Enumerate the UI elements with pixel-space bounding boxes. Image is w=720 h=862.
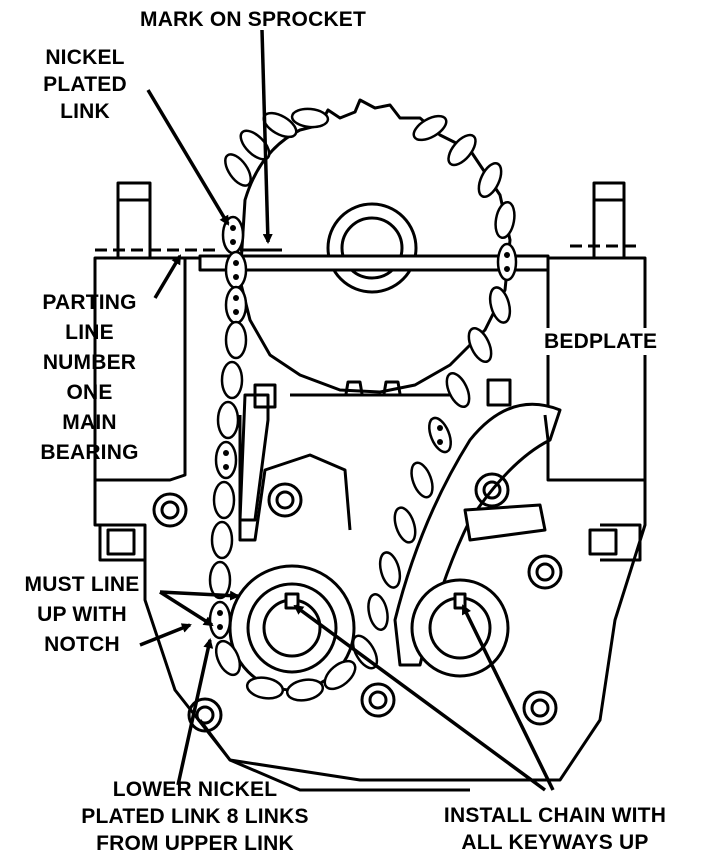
timing-chain bbox=[208, 107, 518, 702]
arrow-notch-1 bbox=[159, 590, 240, 601]
arrow-nickel-plated-link bbox=[146, 89, 230, 226]
label-bedplate: BEDPLATE bbox=[544, 328, 658, 355]
auxiliary-sprocket bbox=[410, 578, 510, 678]
label-parting-line: PARTING LINE NUMBER ONE MAIN BEARING bbox=[40, 291, 139, 464]
arrow-keyway-crank bbox=[293, 604, 547, 792]
arrow-keyway-aux bbox=[461, 604, 555, 791]
arrow-notch-2 bbox=[159, 590, 214, 627]
bolts bbox=[106, 378, 618, 733]
arrow-parting-line bbox=[153, 254, 182, 299]
arrow-mark-on-sprocket bbox=[260, 29, 273, 244]
arrow-lower-link bbox=[176, 638, 214, 786]
label-must-line-up: MUST LINE UP WITH NOTCH bbox=[24, 573, 140, 656]
label-mark-on-sprocket: MARK ON SPROCKET bbox=[140, 8, 367, 31]
label-lower-nickel-link: LOWER NICKEL PLATED LINK 8 LINKS FROM UP… bbox=[81, 778, 309, 855]
arrow-notch-3 bbox=[139, 623, 192, 647]
chain-guide-left bbox=[238, 393, 270, 522]
label-nickel-plated-link: NICKEL PLATED LINK bbox=[43, 46, 127, 123]
label-install-chain: INSTALL CHAIN WITH ALL KEYWAYS UP bbox=[443, 804, 667, 854]
